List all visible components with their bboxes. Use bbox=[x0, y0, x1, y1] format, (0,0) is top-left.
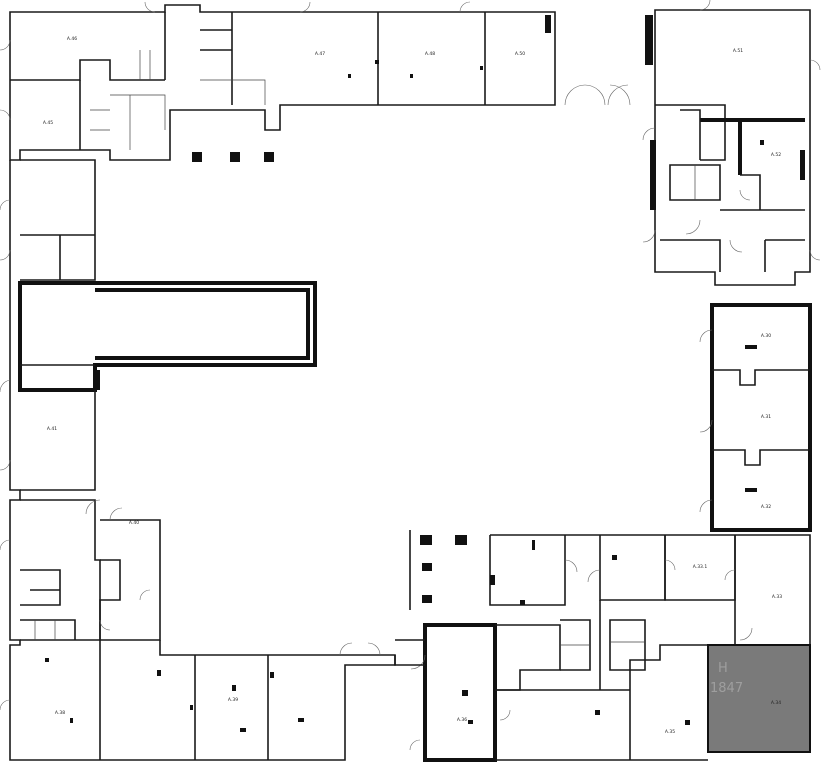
west-wing bbox=[0, 159, 317, 761]
room-a33[interactable] bbox=[737, 537, 808, 643]
room-a39[interactable] bbox=[197, 657, 266, 758]
room-label-a50: A.50 bbox=[515, 51, 525, 57]
room-a48[interactable] bbox=[380, 14, 483, 103]
north-east-wing bbox=[642, 0, 821, 286]
room-label-a36: A.36 bbox=[457, 717, 467, 723]
room-a50[interactable] bbox=[487, 14, 553, 103]
room-label-a46: A.46 bbox=[67, 36, 77, 42]
room-a45[interactable] bbox=[12, 82, 78, 148]
watermark-glyph: Н bbox=[718, 661, 728, 676]
watermark: Н 1847 bbox=[710, 661, 743, 696]
room-a52[interactable] bbox=[742, 122, 806, 208]
room-label-a33: A.33 bbox=[772, 594, 782, 600]
south-east-wing bbox=[394, 530, 811, 762]
room-label-a31: A.31 bbox=[761, 414, 771, 420]
room-label-a48: A.48 bbox=[425, 51, 435, 57]
room-a36[interactable] bbox=[427, 627, 493, 758]
room-label-a34: A.34 bbox=[771, 700, 781, 706]
room-label-a30: A.30 bbox=[761, 333, 771, 339]
room-a47[interactable] bbox=[234, 14, 376, 103]
room-label-a38: A.38 bbox=[55, 710, 65, 716]
room-label-a35: A.35 bbox=[665, 729, 675, 735]
room-label-a40: A.40 bbox=[129, 520, 139, 526]
room-label-a39: A.39 bbox=[228, 697, 238, 703]
north-wing bbox=[0, 1, 653, 162]
room-label-a45: A.45 bbox=[43, 120, 53, 126]
east-wing bbox=[699, 303, 812, 532]
watermark-text: 1847 bbox=[710, 681, 743, 696]
room-a51[interactable] bbox=[660, 12, 808, 102]
room-a32[interactable] bbox=[714, 467, 808, 528]
room-label-a51: A.51 bbox=[733, 48, 743, 54]
room-a34-highlight[interactable] bbox=[707, 644, 811, 753]
room-a41[interactable] bbox=[12, 392, 94, 488]
room-label-a41: A.41 bbox=[47, 426, 57, 432]
room-label-a32: A.32 bbox=[761, 504, 771, 510]
room-a46[interactable] bbox=[12, 14, 162, 78]
room-a35[interactable] bbox=[632, 692, 706, 758]
room-label-a33-1: A.33.1 bbox=[693, 564, 708, 570]
room-label-a52: A.52 bbox=[771, 152, 781, 158]
room-labels: A.46 A.45 A.47 A.48 A.50 A.51 A.52 A.41 … bbox=[12, 12, 808, 758]
room-a38[interactable] bbox=[12, 647, 98, 758]
room-label-a47: A.47 bbox=[315, 51, 325, 57]
